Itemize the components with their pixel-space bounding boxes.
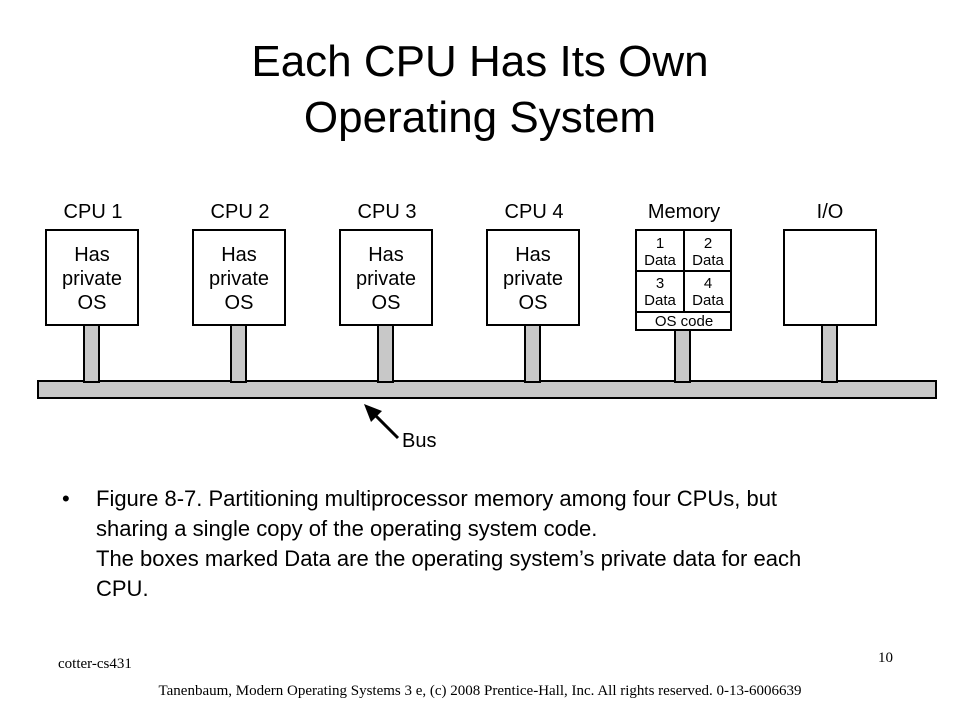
memory-os-code: OS code	[655, 313, 713, 330]
cpu-4-label: CPU 4	[505, 201, 564, 223]
connector-cpu-2	[230, 325, 247, 383]
title-line-1: Each CPU Has Its Own	[251, 37, 709, 86]
author-label: cotter-cs431	[58, 656, 132, 672]
bus-pointer: Bus	[364, 404, 436, 452]
copyright-footer: Tanenbaum, Modern Operating Systems 3 e,…	[158, 683, 802, 699]
bus-label: Bus	[402, 430, 436, 452]
caption-line-2: sharing a single copy of the operating s…	[96, 516, 598, 541]
connector-io	[821, 325, 838, 383]
cpu-3-box	[339, 229, 433, 326]
slide-title: Each CPU Has Its Own Operating System	[0, 34, 960, 146]
connector-cpu-3	[377, 325, 394, 383]
io-label: I/O	[817, 201, 844, 223]
cpu-4-line-2: private	[503, 268, 563, 290]
cpu-4: CPU 4 Has private OS	[486, 201, 580, 326]
caption-line-4: CPU.	[96, 576, 149, 601]
cpu-1-line-3: OS	[78, 292, 107, 314]
io: I/O	[783, 201, 877, 326]
cpu-2-line-2: private	[209, 268, 269, 290]
cpu-1: CPU 1 Has private OS	[45, 201, 139, 326]
cpu-1-line-1: Has	[74, 244, 110, 266]
cpu-2-label: CPU 2	[211, 201, 270, 223]
cpu-4-box	[486, 229, 580, 326]
memory: Memory 1 Data 2 Data 3 Data 4 Data OS co…	[635, 201, 732, 331]
connector-memory	[674, 330, 691, 383]
cpu-3-label: CPU 3	[358, 201, 417, 223]
bus-arrow-head	[364, 404, 382, 422]
cpu-3-line-3: OS	[372, 292, 401, 314]
cpu-1-line-2: private	[62, 268, 122, 290]
io-box	[783, 229, 877, 326]
connector-cpu-4	[524, 325, 541, 383]
memory-cell-4-num: 4	[704, 275, 712, 292]
cpu-1-box	[45, 229, 139, 326]
cpu-4-line-3: OS	[519, 292, 548, 314]
memory-label: Memory	[648, 201, 720, 223]
cpu-2-box	[192, 229, 286, 326]
memory-cell-3-text: Data	[644, 292, 676, 309]
cpu-2-line-1: Has	[221, 244, 257, 266]
cpu-2: CPU 2 Has private OS	[192, 201, 286, 326]
memory-cell-1-num: 1	[656, 235, 664, 252]
caption-line-1: Figure 8-7. Partitioning multiprocessor …	[96, 486, 778, 511]
cpu-2-line-3: OS	[225, 292, 254, 314]
connector-cpu-1	[83, 325, 100, 383]
cpu-3: CPU 3 Has private OS	[339, 201, 433, 326]
memory-cell-1-text: Data	[644, 252, 676, 269]
cpu-3-line-1: Has	[368, 244, 404, 266]
memory-cell-2-num: 2	[704, 235, 712, 252]
caption-text: Figure 8-7. Partitioning multiprocessor …	[96, 484, 956, 604]
bullet-marker: •	[62, 486, 70, 511]
bus-connectors	[83, 325, 838, 383]
memory-cell-4-text: Data	[692, 292, 724, 309]
cpu-4-line-1: Has	[515, 244, 551, 266]
caption-line-3: The boxes marked Data are the operating …	[96, 546, 802, 571]
memory-cell-3-num: 3	[656, 275, 664, 292]
memory-cell-2-text: Data	[692, 252, 724, 269]
cpu-3-line-2: private	[356, 268, 416, 290]
cpu-1-label: CPU 1	[64, 201, 123, 223]
title-line-2: Operating System	[303, 93, 657, 142]
page-number: 10	[878, 650, 893, 666]
system-bus	[37, 380, 937, 399]
